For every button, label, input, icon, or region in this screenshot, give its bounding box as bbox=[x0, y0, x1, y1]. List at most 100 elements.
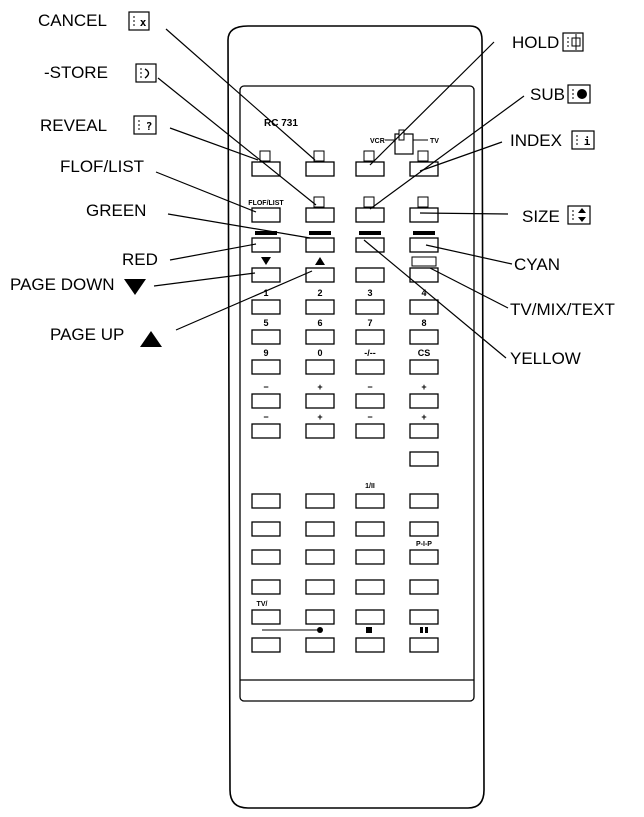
mute-button[interactable] bbox=[409, 451, 439, 467]
rec-button[interactable] bbox=[251, 637, 281, 653]
callout-reveal: REVEAL bbox=[40, 116, 107, 135]
reveal-key-icon bbox=[259, 150, 271, 162]
green-button[interactable] bbox=[305, 237, 335, 253]
tune-plus-button[interactable] bbox=[305, 521, 335, 537]
leader-lines bbox=[153, 28, 525, 359]
page-down-button[interactable] bbox=[251, 267, 281, 283]
freeze-button[interactable] bbox=[251, 579, 281, 595]
key-row4-col3-button[interactable] bbox=[355, 267, 385, 283]
cyan-button[interactable] bbox=[409, 237, 439, 253]
balance-minus-button[interactable] bbox=[251, 393, 281, 409]
digit-0-button[interactable] bbox=[305, 359, 335, 375]
tv-mix-text-key-icon bbox=[411, 256, 437, 267]
callout-page-down: PAGE DOWN bbox=[10, 275, 115, 294]
callout-flof-list: FLOF/LIST bbox=[60, 157, 144, 176]
digit-9-label: 9 bbox=[263, 348, 268, 358]
fast-forward-button[interactable] bbox=[409, 609, 439, 625]
size-button[interactable] bbox=[409, 207, 439, 223]
play-rev-button[interactable] bbox=[251, 493, 281, 509]
flof-list-button[interactable] bbox=[251, 207, 281, 223]
model-label: RC 731 bbox=[264, 118, 298, 129]
play-button[interactable] bbox=[355, 609, 385, 625]
hold-key-icon bbox=[363, 150, 375, 162]
contrast-minus-button[interactable] bbox=[355, 423, 385, 439]
volume-plus-label: + bbox=[421, 382, 426, 392]
digit-7-button[interactable] bbox=[355, 329, 385, 345]
index-icon: i bbox=[571, 130, 595, 150]
store-icon bbox=[135, 63, 157, 83]
size-key-icon bbox=[417, 196, 429, 208]
down-button[interactable] bbox=[355, 521, 385, 537]
dash-button[interactable] bbox=[355, 359, 385, 375]
hold-button[interactable] bbox=[355, 161, 385, 177]
rew-plus-button[interactable] bbox=[305, 549, 335, 565]
pip-button[interactable] bbox=[409, 549, 439, 565]
mono-stereo-button[interactable] bbox=[355, 493, 385, 509]
rec2-button[interactable] bbox=[305, 637, 335, 653]
brightness-minus-button[interactable] bbox=[251, 423, 281, 439]
selector-vcr-label: VCR bbox=[370, 138, 385, 145]
vcr-tv-selector[interactable]: VCR TV bbox=[370, 129, 439, 155]
link-button[interactable] bbox=[409, 579, 439, 595]
rewind-button[interactable] bbox=[305, 609, 335, 625]
volume-plus-button[interactable] bbox=[409, 393, 439, 409]
key-button[interactable] bbox=[305, 579, 335, 595]
callout-store: -STORE bbox=[44, 63, 108, 82]
cancel-key-icon bbox=[313, 150, 325, 162]
sound-button[interactable] bbox=[355, 549, 385, 565]
digit-4-button[interactable] bbox=[409, 299, 439, 315]
digit-8-label: 8 bbox=[421, 318, 426, 328]
speaker-button[interactable] bbox=[305, 493, 335, 509]
digit-2-button[interactable] bbox=[305, 299, 335, 315]
reveal-button[interactable] bbox=[251, 161, 281, 177]
selector-tv-label: TV bbox=[430, 138, 439, 145]
page-up-key-icon bbox=[315, 257, 325, 265]
up-triangle-icon bbox=[140, 331, 162, 347]
pip-label: P-I-P bbox=[416, 541, 432, 548]
tune-minus-button[interactable] bbox=[251, 521, 281, 537]
store-key-icon bbox=[313, 196, 325, 208]
rew-minus-button[interactable] bbox=[251, 549, 281, 565]
smart-button[interactable] bbox=[409, 493, 439, 509]
digit-0-label: 0 bbox=[317, 348, 322, 358]
page-up-button[interactable] bbox=[305, 267, 335, 283]
brightness-plus-button[interactable] bbox=[305, 423, 335, 439]
balance-plus-button[interactable] bbox=[305, 393, 335, 409]
store-button[interactable] bbox=[305, 207, 335, 223]
callout-green: GREEN bbox=[86, 201, 146, 220]
cs-label: CS bbox=[418, 348, 431, 358]
red-button[interactable] bbox=[251, 237, 281, 253]
brightness-minus-label: − bbox=[263, 412, 268, 422]
callout-red: RED bbox=[122, 250, 158, 269]
callout-sub: SUB bbox=[530, 85, 565, 104]
digit-6-button[interactable] bbox=[305, 329, 335, 345]
flof-list-key-label: FLOF/LIST bbox=[248, 200, 284, 207]
callout-yellow: YELLOW bbox=[510, 349, 581, 368]
digit-9-button[interactable] bbox=[251, 359, 281, 375]
timer-button[interactable] bbox=[409, 521, 439, 537]
digit-3-button[interactable] bbox=[355, 299, 385, 315]
pause-button[interactable] bbox=[409, 637, 439, 653]
digit-5-button[interactable] bbox=[251, 329, 281, 345]
page-down-key-icon bbox=[261, 257, 271, 265]
sub-button[interactable] bbox=[355, 207, 385, 223]
contrast-plus-button[interactable] bbox=[409, 423, 439, 439]
volume-minus-label: − bbox=[367, 382, 372, 392]
square-button[interactable] bbox=[355, 579, 385, 595]
cs-button[interactable] bbox=[409, 359, 439, 375]
subpage-icon bbox=[567, 84, 591, 104]
callout-hold: HOLD bbox=[512, 33, 559, 52]
tv-vcr-button[interactable] bbox=[251, 609, 281, 625]
balance-plus-label: + bbox=[317, 382, 322, 392]
cancel-button[interactable] bbox=[305, 161, 335, 177]
tv-mix-text-button[interactable] bbox=[409, 267, 439, 283]
svg-text:?: ? bbox=[146, 120, 153, 133]
stop-button[interactable] bbox=[355, 637, 385, 653]
callout-page-up: PAGE UP bbox=[50, 325, 124, 344]
dash-label: -/-- bbox=[364, 348, 376, 358]
volume-minus-button[interactable] bbox=[355, 393, 385, 409]
digit-1-button[interactable] bbox=[251, 299, 281, 315]
svg-text:x: x bbox=[140, 16, 147, 29]
digit-8-button[interactable] bbox=[409, 329, 439, 345]
